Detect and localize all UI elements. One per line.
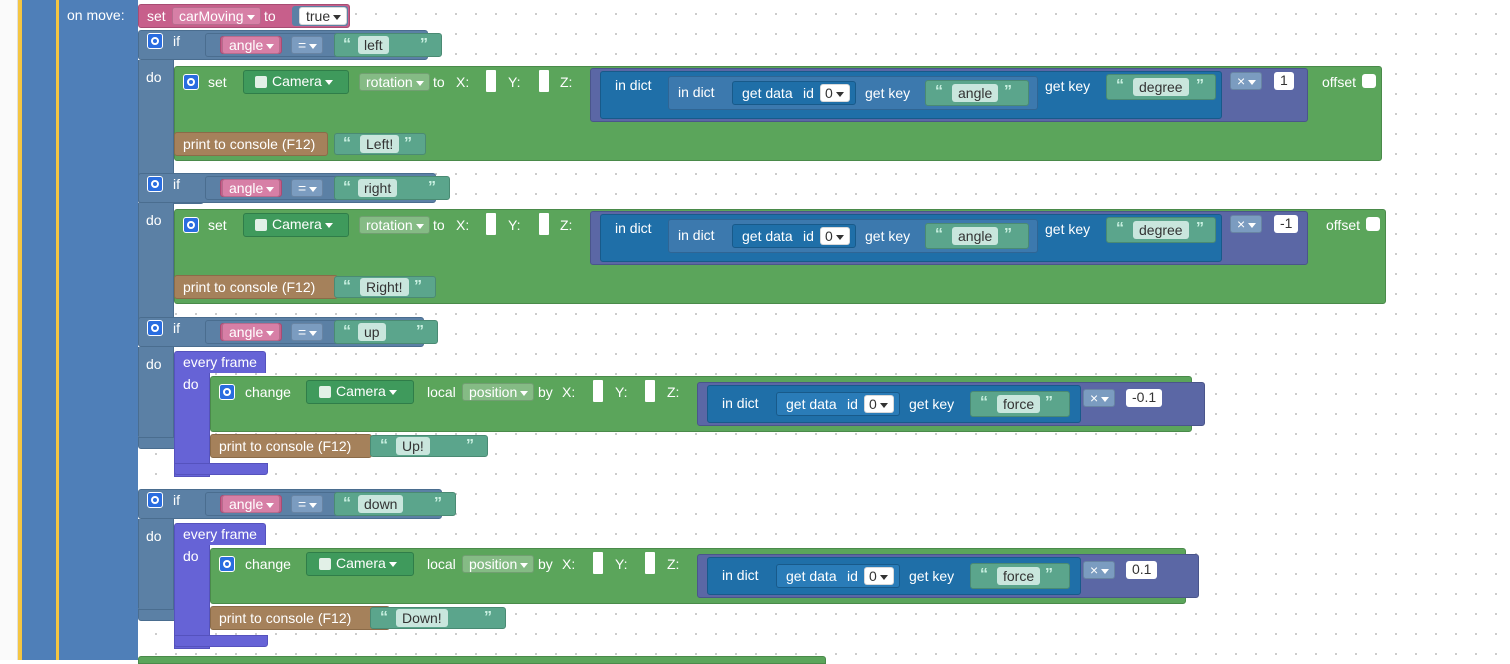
cube-icon bbox=[255, 76, 267, 88]
object-dropdown[interactable]: Camera bbox=[246, 216, 338, 234]
event-block-edge bbox=[18, 0, 22, 660]
every-frame-arm bbox=[174, 545, 210, 649]
message-text-field[interactable]: Right! bbox=[360, 278, 409, 296]
message-text-field[interactable]: Up! bbox=[396, 437, 430, 455]
gear-icon[interactable] bbox=[219, 556, 235, 572]
if-do-arm bbox=[138, 203, 174, 337]
number-field[interactable]: -0.1 bbox=[1126, 389, 1163, 407]
angle-variable-dropdown[interactable]: angle bbox=[222, 179, 281, 197]
number-field[interactable]: 1 bbox=[1274, 72, 1294, 90]
variable-dropdown[interactable]: carMoving bbox=[172, 7, 261, 25]
object-dropdown[interactable]: Camera bbox=[310, 555, 402, 573]
condition-text-field[interactable]: right bbox=[358, 179, 398, 197]
x-input-slot[interactable] bbox=[593, 552, 603, 574]
key-text-field[interactable]: force bbox=[997, 567, 1041, 585]
offset-checkbox[interactable] bbox=[1362, 74, 1376, 88]
operator-dropdown[interactable]: = bbox=[291, 323, 324, 341]
every-frame-footer bbox=[174, 463, 268, 475]
boolean-dropdown[interactable]: true bbox=[299, 7, 348, 25]
condition-text-field[interactable]: up bbox=[358, 323, 386, 341]
cube-icon bbox=[319, 558, 331, 570]
condition-text-field[interactable]: left bbox=[358, 36, 389, 54]
next-block-top[interactable] bbox=[138, 656, 826, 664]
workspace-edge bbox=[0, 0, 18, 660]
offset-checkbox[interactable] bbox=[1366, 217, 1380, 231]
cube-icon bbox=[319, 386, 331, 398]
multiply-dropdown[interactable]: × bbox=[1083, 389, 1116, 407]
y-input-slot[interactable] bbox=[539, 213, 549, 235]
print-block[interactable] bbox=[210, 434, 372, 458]
set-variable-block[interactable]: set carMoving to true bbox=[138, 4, 350, 28]
key-text-field[interactable]: angle bbox=[952, 227, 999, 245]
y-input-slot[interactable] bbox=[539, 70, 549, 92]
id-dropdown[interactable]: 0 bbox=[864, 395, 894, 413]
if-do-arm bbox=[138, 60, 174, 194]
property-dropdown[interactable]: rotation bbox=[359, 216, 430, 234]
if-do-arm bbox=[138, 519, 174, 611]
condition-text-field[interactable]: down bbox=[358, 495, 404, 513]
gear-icon[interactable] bbox=[183, 217, 199, 233]
angle-variable-dropdown[interactable]: angle bbox=[222, 495, 281, 513]
every-frame-block[interactable] bbox=[174, 351, 266, 373]
gear-icon[interactable] bbox=[147, 492, 163, 508]
print-block[interactable] bbox=[174, 132, 328, 156]
multiply-dropdown[interactable]: × bbox=[1230, 215, 1263, 233]
every-frame-block[interactable] bbox=[174, 523, 266, 545]
gear-icon[interactable] bbox=[147, 320, 163, 336]
y-input-slot[interactable] bbox=[645, 380, 655, 402]
operator-dropdown[interactable]: = bbox=[291, 36, 324, 54]
message-text-field[interactable]: Left! bbox=[360, 135, 400, 153]
every-frame-arm bbox=[174, 373, 210, 477]
cube-icon bbox=[255, 219, 267, 231]
y-input-slot[interactable] bbox=[645, 552, 655, 574]
key-text-field[interactable]: force bbox=[997, 395, 1041, 413]
event-label: on move: bbox=[67, 7, 125, 23]
object-dropdown[interactable]: Camera bbox=[246, 73, 338, 91]
property-dropdown[interactable]: position bbox=[462, 555, 535, 573]
gear-icon[interactable] bbox=[147, 33, 163, 49]
print-block[interactable] bbox=[210, 606, 390, 630]
key-text-field[interactable]: degree bbox=[1133, 78, 1189, 96]
gear-icon[interactable] bbox=[219, 384, 235, 400]
event-inner-edge bbox=[56, 0, 59, 660]
gear-icon[interactable] bbox=[183, 74, 199, 90]
every-frame-footer bbox=[174, 635, 268, 647]
angle-variable-dropdown[interactable]: angle bbox=[222, 323, 281, 341]
number-field[interactable]: -1 bbox=[1274, 215, 1299, 233]
angle-variable-dropdown[interactable]: angle bbox=[222, 36, 281, 54]
number-field[interactable]: 0.1 bbox=[1126, 561, 1158, 579]
id-dropdown[interactable]: 0 bbox=[820, 227, 850, 245]
text-block[interactable] bbox=[334, 320, 438, 344]
object-dropdown[interactable]: Camera bbox=[310, 383, 402, 401]
property-dropdown[interactable]: rotation bbox=[359, 73, 430, 91]
x-input-slot[interactable] bbox=[486, 70, 496, 92]
gear-icon[interactable] bbox=[147, 176, 163, 192]
x-input-slot[interactable] bbox=[593, 380, 603, 402]
multiply-dropdown[interactable]: × bbox=[1230, 72, 1263, 90]
key-text-field[interactable]: degree bbox=[1133, 221, 1189, 239]
key-text-field[interactable]: angle bbox=[952, 84, 999, 102]
event-block[interactable] bbox=[22, 0, 138, 660]
operator-dropdown[interactable]: = bbox=[291, 495, 324, 513]
id-dropdown[interactable]: 0 bbox=[864, 567, 894, 585]
operator-dropdown[interactable]: = bbox=[291, 179, 324, 197]
multiply-dropdown[interactable]: × bbox=[1083, 561, 1116, 579]
x-input-slot[interactable] bbox=[486, 213, 496, 235]
if-do-arm bbox=[138, 347, 174, 439]
message-text-field[interactable]: Down! bbox=[396, 609, 448, 627]
property-dropdown[interactable]: position bbox=[462, 383, 535, 401]
id-dropdown[interactable]: 0 bbox=[820, 84, 850, 102]
